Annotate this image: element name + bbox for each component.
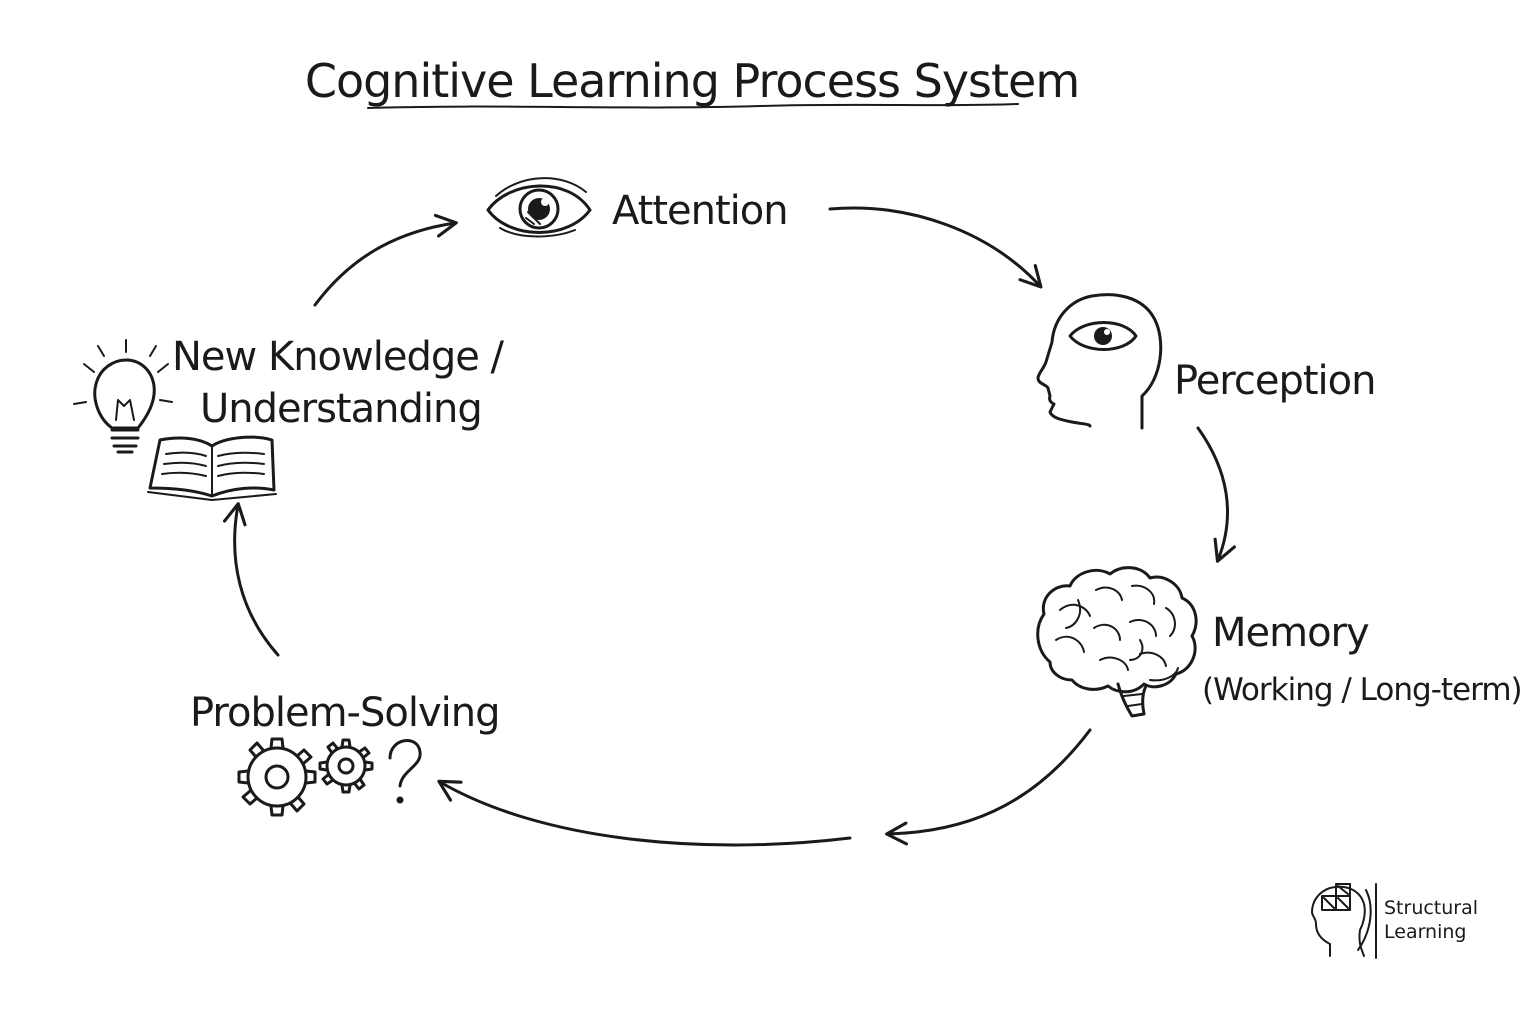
arrow-memory-to-problem-solving-lower: [437, 779, 852, 847]
structural-learning-logo: Structural Learning: [1311, 883, 1478, 959]
logo-text-line1: Structural: [1384, 897, 1478, 919]
question-mark-icon: [388, 739, 422, 804]
memory-label: Memory: [1212, 610, 1369, 656]
large-gear-icon: [237, 737, 317, 817]
stage-perception: Perception: [1036, 293, 1376, 430]
arrow-new-knowledge-to-attention: [313, 213, 458, 307]
cycle-arrows: [222, 206, 1236, 847]
stage-problem-solving: Problem-Solving: [190, 690, 500, 817]
logo-text-line2: Learning: [1384, 921, 1467, 943]
memory-sublabel: (Working / Long-term): [1202, 672, 1522, 708]
arrow-attention-to-perception: [828, 206, 1043, 289]
head-puzzle-logo-icon: [1311, 883, 1372, 957]
new-knowledge-label-line1: New Knowledge /: [172, 334, 505, 380]
arrow-memory-to-problem-solving: [885, 728, 1092, 846]
new-knowledge-label-line2: Understanding: [200, 386, 482, 432]
title-group: Cognitive Learning Process System: [305, 54, 1080, 109]
attention-label: Attention: [612, 188, 788, 234]
eye-icon: [486, 177, 592, 238]
stage-new-knowledge: New Knowledge / Understanding: [73, 334, 506, 501]
head-with-eye-icon: [1036, 293, 1163, 430]
open-book-icon: [147, 435, 277, 501]
problem-solving-label: Problem-Solving: [190, 690, 499, 736]
arrow-problem-solving-to-new-knowledge: [222, 502, 280, 657]
lightbulb-icon: [73, 339, 173, 454]
small-gear-icon: [318, 738, 374, 794]
brain-icon: [1036, 566, 1198, 718]
stage-memory: Memory (Working / Long-term): [1036, 566, 1523, 718]
arrow-perception-to-memory: [1196, 426, 1236, 563]
title-underline: [367, 103, 1019, 109]
stage-attention: Attention: [486, 177, 789, 238]
page-title: Cognitive Learning Process System: [305, 54, 1079, 108]
gears-question-icon: [237, 737, 422, 817]
perception-label: Perception: [1174, 358, 1375, 404]
